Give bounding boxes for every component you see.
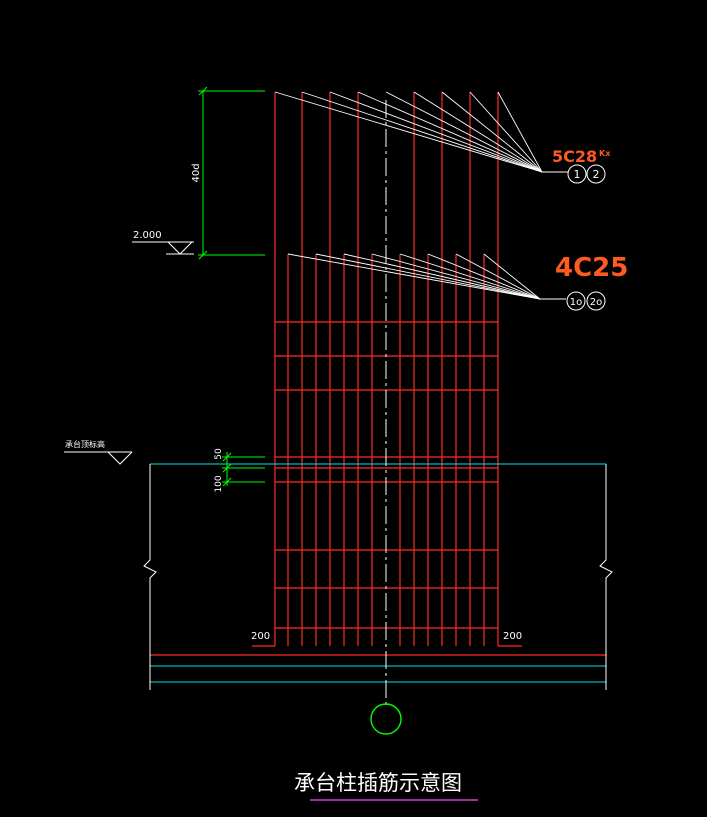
stirrup-spacing-dimension (222, 452, 265, 487)
elevation-mark-cap-top (64, 451, 133, 465)
bar-mark-upper: 1 2 (567, 164, 606, 184)
elevation-2000-label: 2.000 (133, 230, 162, 241)
drawing-title: 承台柱插筋示意图 (294, 771, 462, 795)
bar-mark-1o: 1o (570, 297, 582, 308)
bar-mark-2o: 2o (590, 297, 602, 308)
pile-cap-outline (143, 463, 613, 690)
bar-mark-lower: 1o 2o (566, 291, 606, 311)
bar-mark-2: 2 (593, 168, 600, 181)
leader-lines-upper (274, 91, 568, 173)
upper-rebar-spec-note: 5C28 (552, 147, 597, 166)
axis-bubble (370, 703, 402, 735)
lower-rebar-spec-note: 4C25 (555, 253, 628, 283)
dim-100-label: 100 (214, 475, 224, 492)
right-hook-label: 200 (503, 631, 522, 642)
cap-top-elevation-label: 承台顶标高 (65, 439, 105, 449)
anchorage-length-label: 40d (191, 163, 202, 182)
leader-lines-lower (287, 253, 566, 300)
column-vertical-bars (252, 92, 522, 647)
elevation-mark-2000 (132, 241, 194, 255)
left-hook-label: 200 (251, 631, 270, 642)
bar-mark-1: 1 (574, 168, 581, 181)
dim-50-label: 50 (214, 448, 224, 460)
upper-rebar-small-note: Kx (599, 149, 611, 158)
column-centerline (370, 100, 402, 735)
anchorage-dimension (198, 86, 265, 260)
